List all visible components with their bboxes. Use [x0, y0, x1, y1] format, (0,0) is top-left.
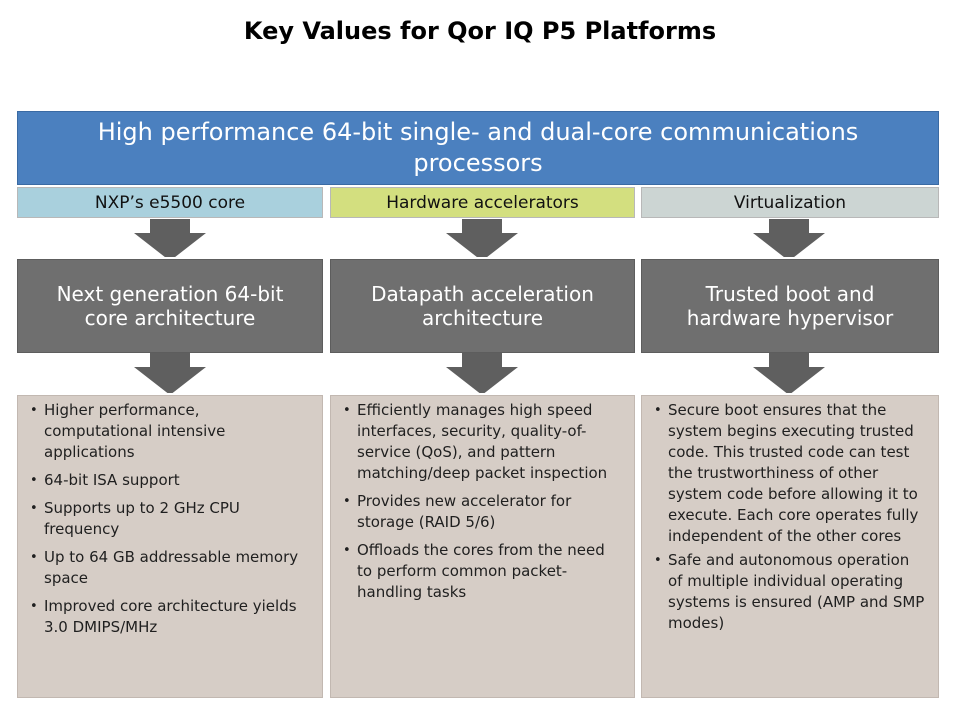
tag-virtualization: Virtualization — [641, 187, 939, 218]
bullet-item: Secure boot ensures that the system begi… — [654, 400, 928, 547]
bullet-item: Up to 64 GB addressable memory space — [30, 547, 312, 589]
performance-banner: High performance 64-bit single- and dual… — [17, 111, 939, 185]
down-arrow-icon — [134, 219, 206, 261]
details-core: Higher performance, computational intens… — [15, 393, 325, 700]
tag-e5500-core: NXP’s e5500 core — [17, 187, 323, 218]
down-arrow-icon — [446, 353, 518, 395]
bullet-item: Safe and autonomous operation of multipl… — [654, 550, 928, 634]
bullet-list: Secure boot ensures that the system begi… — [654, 400, 928, 634]
bullet-item: 64-bit ISA support — [30, 470, 312, 491]
bullet-item: Offloads the cores from the need to perf… — [343, 540, 624, 603]
heading-box-trusted-boot: Trusted boot and hardware hypervisor — [639, 257, 941, 355]
bullet-item: Higher performance, computational intens… — [30, 400, 312, 463]
details-virtualization: Secure boot ensures that the system begi… — [639, 393, 941, 700]
down-arrow-icon — [446, 219, 518, 261]
slide-title: Key Values for Qor IQ P5 Platforms — [243, 17, 717, 45]
down-arrow-icon — [753, 353, 825, 395]
details-accelerators: Efficiently manages high speed interface… — [328, 393, 637, 700]
bullet-item: Provides new accelerator for storage (RA… — [343, 491, 624, 533]
heading-box-core-architecture: Next generation 64-bit core architecture — [15, 257, 325, 355]
heading-box-datapath-acceleration: Datapath acceleration architecture — [328, 257, 637, 355]
bullet-item: Efficiently manages high speed interface… — [343, 400, 624, 484]
down-arrow-icon — [753, 219, 825, 261]
bullet-item: Supports up to 2 GHz CPU frequency — [30, 498, 312, 540]
down-arrow-icon — [134, 353, 206, 395]
bullet-item: Improved core architecture yields 3.0 DM… — [30, 596, 312, 638]
bullet-list: Efficiently manages high speed interface… — [343, 400, 624, 603]
tag-hardware-accelerators: Hardware accelerators — [330, 187, 635, 218]
bullet-list: Higher performance, computational intens… — [30, 400, 312, 638]
